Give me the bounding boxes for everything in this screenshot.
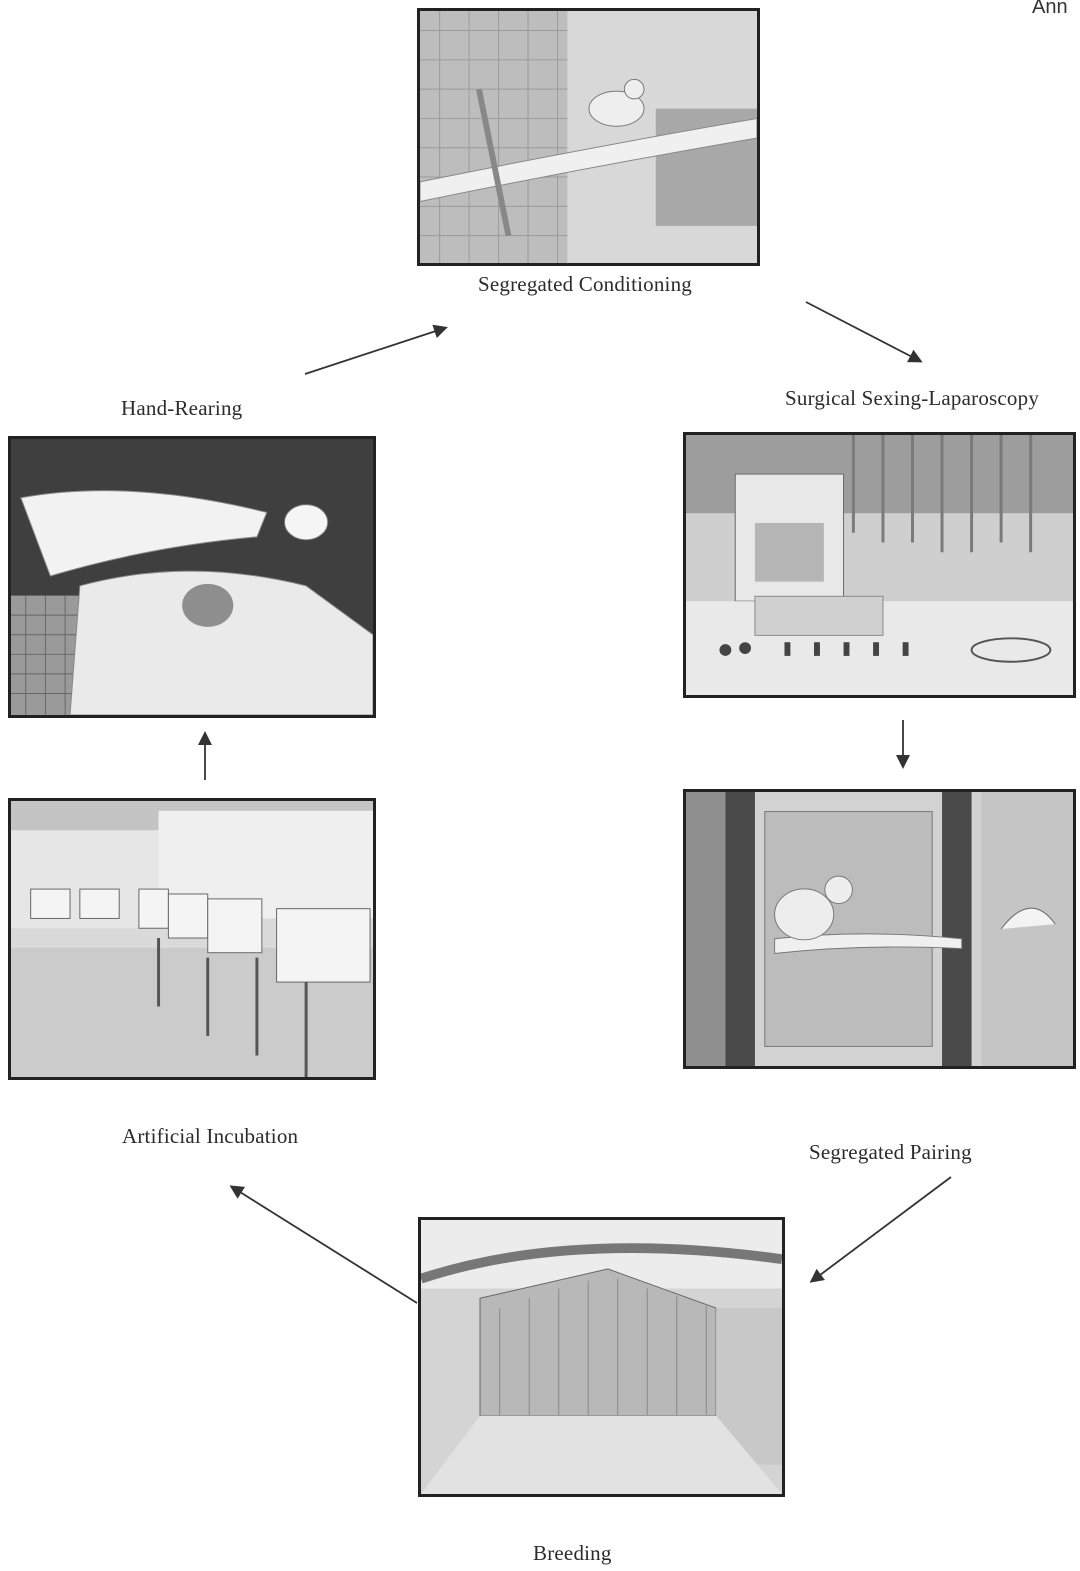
segregated-pairing-label: Segregated Pairing (809, 1140, 972, 1164)
segregated-pairing-photo (683, 789, 1076, 1069)
segregated-conditioning-label: Segregated Conditioning (478, 272, 692, 296)
arrow-conditioning-to-sexing (805, 301, 923, 363)
arrow-hand-rearing-to-conditioning (304, 324, 448, 375)
surgical-sexing-label: Surgical Sexing-Laparoscopy (785, 386, 1040, 410)
artificial-incubation-label: Artificial Incubation (122, 1124, 299, 1148)
surgical-sexing-photo (683, 432, 1076, 698)
corner-text: Ann (1032, 0, 1068, 18)
hand-rearing-label: Hand-Rearing (121, 396, 243, 420)
hand-rearing-photo (8, 436, 376, 718)
breeding-photo (418, 1217, 785, 1497)
breeding-label: Breeding (533, 1541, 612, 1565)
arrow-breeding-to-incubation (229, 1185, 418, 1304)
segregated-conditioning-photo (417, 8, 760, 266)
arrow-pairing-to-breeding (809, 1176, 952, 1283)
artificial-incubation-photo (8, 798, 376, 1080)
